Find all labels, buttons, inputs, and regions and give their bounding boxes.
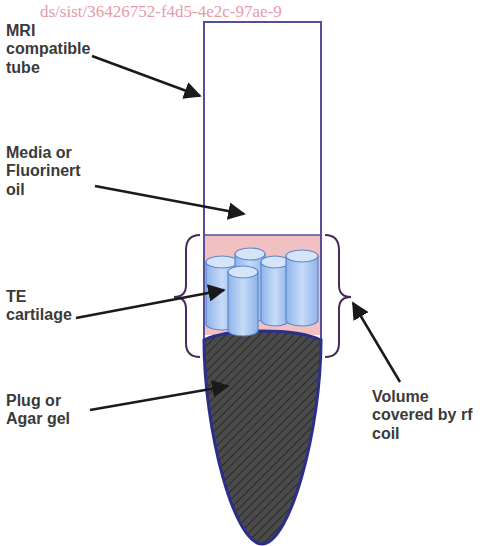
- cylinder-top: [286, 250, 318, 262]
- media-surface: [205, 234, 320, 236]
- part-label: TE cartilage: [6, 288, 86, 325]
- cylinder-body: [261, 262, 289, 326]
- media-fill: [205, 235, 320, 335]
- tube-outline: [204, 22, 321, 342]
- coil-bracket: [325, 235, 351, 357]
- part-label: MRI compatible tube: [6, 22, 98, 77]
- part-label: Plug or Agar gel: [6, 392, 88, 429]
- plug: [204, 331, 321, 544]
- cartilage-cylinder: [261, 256, 289, 326]
- cartilage-constructs: [206, 248, 318, 336]
- leader-arrow: [92, 56, 200, 96]
- part-label: Volume covered by rf coil: [372, 388, 484, 443]
- cylinder-top: [261, 256, 289, 268]
- cartilage-cylinder: [228, 266, 258, 336]
- cartilage-cylinder: [286, 250, 318, 326]
- leader-arrow: [95, 186, 244, 214]
- cylinder-top: [235, 248, 265, 260]
- leader-arrow: [353, 303, 400, 382]
- cylinder-top: [228, 266, 258, 278]
- cylinder-body: [228, 272, 258, 336]
- watermark: ds/sist/36426752-f4d5-4e2c-97ae-9: [40, 2, 282, 22]
- part-label: Media or Fluorinert oil: [6, 144, 98, 199]
- cylinder-top: [206, 256, 238, 268]
- leader-arrow: [76, 290, 224, 318]
- leader-arrow: [90, 386, 228, 410]
- cylinder-body: [286, 256, 318, 326]
